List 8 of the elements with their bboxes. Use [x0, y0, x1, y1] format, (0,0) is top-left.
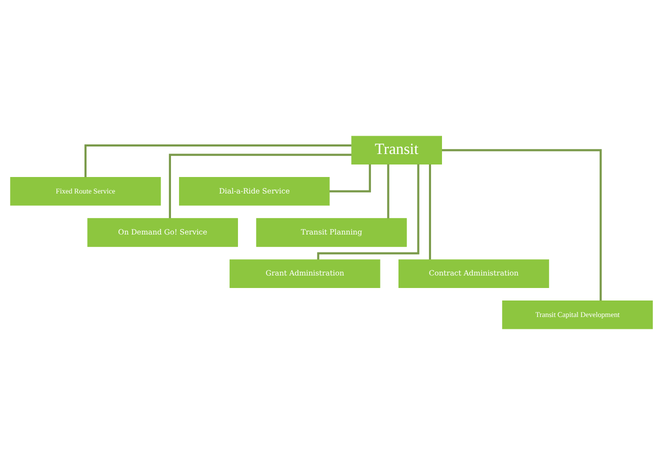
node-box: Transit: [351, 135, 442, 164]
connector: [84, 144, 352, 177]
connector: [168, 153, 352, 218]
connector: [442, 148, 602, 300]
connector: [428, 164, 432, 259]
connector: [387, 164, 390, 218]
connector: [330, 164, 371, 192]
connector: [317, 164, 420, 260]
